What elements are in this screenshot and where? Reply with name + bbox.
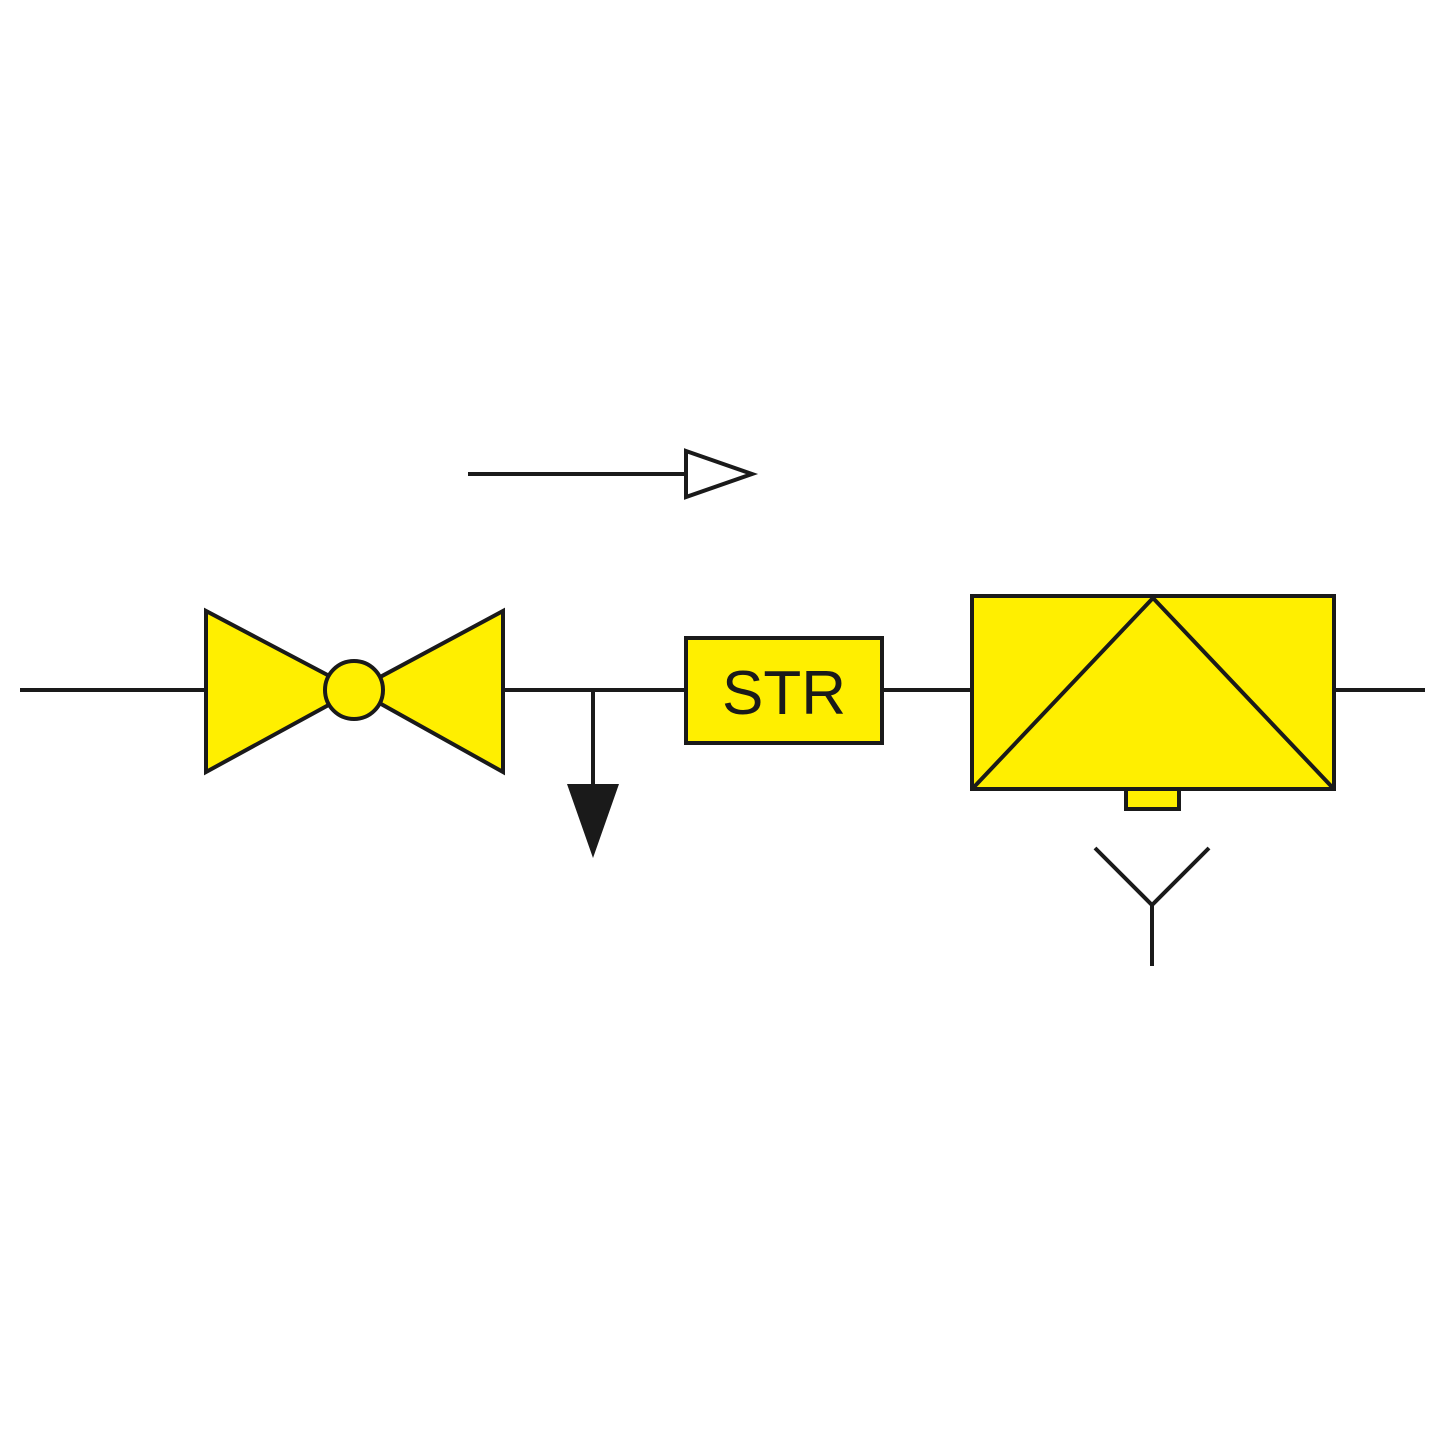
drain-funnel-arms bbox=[1093, 846, 1211, 908]
flow-direction-arrow-icon bbox=[468, 448, 759, 500]
steam-trap-icon bbox=[970, 594, 1336, 811]
strainer-box bbox=[684, 636, 884, 745]
steam-trap-body bbox=[970, 594, 1336, 791]
strainer-box-icon: STR bbox=[684, 636, 884, 745]
drain-arrow-head bbox=[567, 784, 619, 858]
drain-funnel-icon bbox=[1093, 846, 1211, 966]
steam-trap-outlet-tab bbox=[1124, 787, 1181, 811]
valve-left-triangle bbox=[204, 607, 361, 776]
valve-right-triangle bbox=[351, 607, 505, 776]
valve-ball bbox=[323, 659, 385, 721]
ball-valve-icon bbox=[204, 607, 505, 776]
strainer-label: STR bbox=[722, 659, 846, 728]
drain-arrow-icon bbox=[567, 690, 619, 858]
steam-trap-chevron bbox=[972, 595, 1334, 789]
flow-arrow-head bbox=[684, 448, 759, 500]
